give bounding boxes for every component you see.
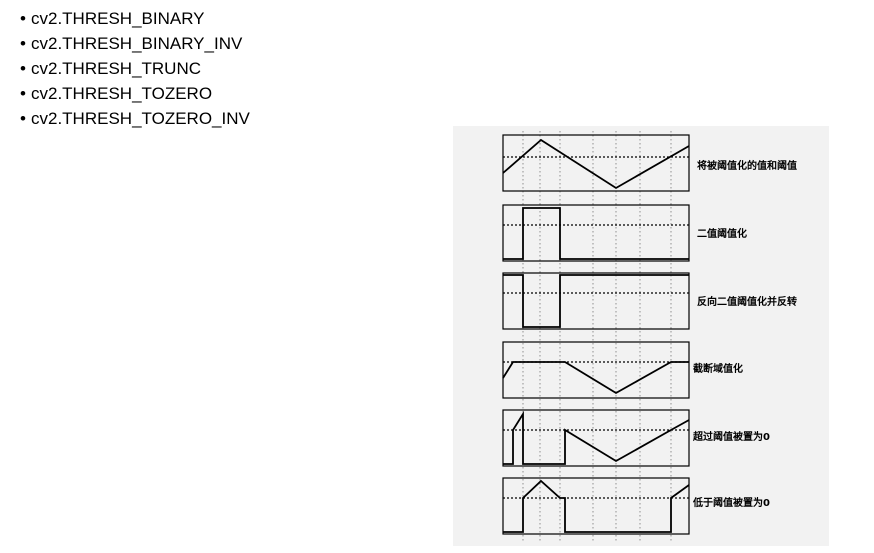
- caption-trunc: 截断域值化: [693, 362, 743, 375]
- panel-frame: [502, 272, 690, 330]
- caption-binary-inv: 反向二值阈值化并反转: [697, 295, 797, 308]
- list-item-label: cv2.THRESH_BINARY_INV: [31, 34, 243, 53]
- caption-tozero-inv: 低于阈值被置为0: [692, 496, 770, 509]
- signal-waveform: [502, 138, 690, 190]
- threshold-diagram-svg: 将被阈值化的值和阈值 二值阈值化 反向二值阈值化并反转 截断域值化: [453, 126, 829, 546]
- panel-frame: [502, 409, 690, 467]
- list-item: •cv2.THRESH_BINARY: [20, 9, 205, 28]
- caption-tozero: 超过阈值被置为0: [692, 430, 770, 443]
- panel-frame: [502, 204, 690, 262]
- panel-frame: [502, 134, 690, 192]
- list-item: •cv2.THRESH_TRUNC: [20, 59, 202, 78]
- caption-binary: 二值阈值化: [697, 227, 747, 240]
- panel-frame: [502, 341, 690, 399]
- tozero-waveform: [503, 410, 690, 465]
- caption-source: 将被阈值化的值和阈值: [697, 159, 797, 172]
- panel-binary: 二值阈值化: [502, 204, 747, 262]
- panel-frame: [502, 477, 690, 535]
- list-item-label: cv2.THRESH_TOZERO_INV: [31, 109, 250, 128]
- panel-tozero-inv: 低于阈值被置为0: [502, 477, 770, 535]
- threshold-type-list: •cv2.THRESH_BINARY •cv2.THRESH_BINARY_IN…: [20, 6, 250, 131]
- panel-trunc: 截断域值化: [502, 341, 743, 399]
- list-item-label: cv2.THRESH_BINARY: [31, 9, 205, 28]
- threshold-diagram: 将被阈值化的值和阈值 二值阈值化 反向二值阈值化并反转 截断域值化: [453, 126, 829, 546]
- list-item: •cv2.THRESH_BINARY_INV: [20, 34, 243, 53]
- panel-source: 将被阈值化的值和阈值: [502, 134, 797, 192]
- trunc-waveform: [502, 361, 689, 395]
- panel-binary-inv: 反向二值阈值化并反转: [502, 272, 797, 330]
- vertical-guides: [522, 131, 672, 541]
- binary-waveform: [503, 207, 689, 260]
- list-item-label: cv2.THRESH_TOZERO: [31, 84, 213, 103]
- list-item: •cv2.THRESH_TOZERO_INV: [20, 109, 250, 128]
- figure-background: [453, 126, 829, 546]
- panel-tozero: 超过阈值被置为0: [502, 409, 770, 467]
- list-item-label: cv2.THRESH_TRUNC: [31, 59, 202, 78]
- tozero-inv-waveform: [503, 479, 690, 533]
- binary-inv-waveform: [503, 274, 689, 328]
- list-item: •cv2.THRESH_TOZERO: [20, 84, 213, 103]
